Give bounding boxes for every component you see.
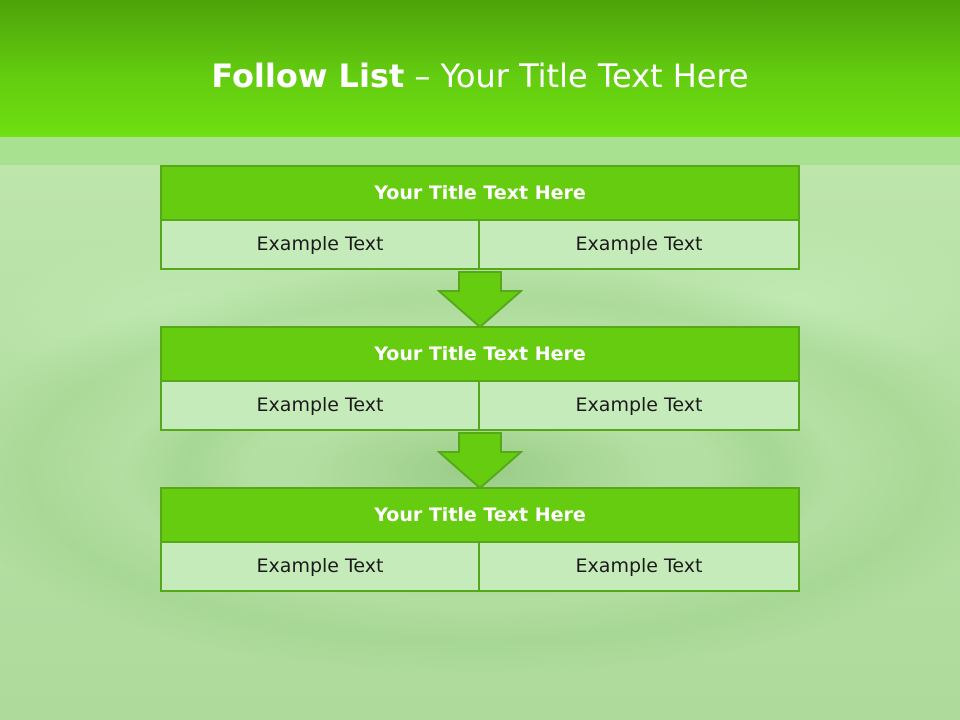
block-row: Example Text Example Text	[160, 543, 800, 592]
arrow-down-icon	[437, 271, 523, 329]
title-bar-strip	[0, 137, 960, 165]
block-title: Your Title Text Here	[160, 487, 800, 543]
block-cell: Example Text	[160, 543, 480, 592]
slide-title-bold: Follow List	[211, 57, 405, 95]
list-block-1: Your Title Text Here Example Text Exampl…	[160, 165, 800, 270]
list-block-2: Your Title Text Here Example Text Exampl…	[160, 326, 800, 431]
block-cell: Example Text	[480, 221, 800, 270]
block-row: Example Text Example Text	[160, 382, 800, 431]
title-bar	[0, 0, 960, 137]
block-cell: Example Text	[160, 221, 480, 270]
list-block-3: Your Title Text Here Example Text Exampl…	[160, 487, 800, 592]
block-cell: Example Text	[480, 543, 800, 592]
block-cell: Example Text	[480, 382, 800, 431]
arrow-down-icon	[437, 432, 523, 490]
block-row: Example Text Example Text	[160, 221, 800, 270]
block-title: Your Title Text Here	[160, 326, 800, 382]
slide-title: Follow List – Your Title Text Here	[0, 52, 960, 100]
block-title: Your Title Text Here	[160, 165, 800, 221]
slide-title-rest: – Your Title Text Here	[404, 57, 749, 95]
block-cell: Example Text	[160, 382, 480, 431]
